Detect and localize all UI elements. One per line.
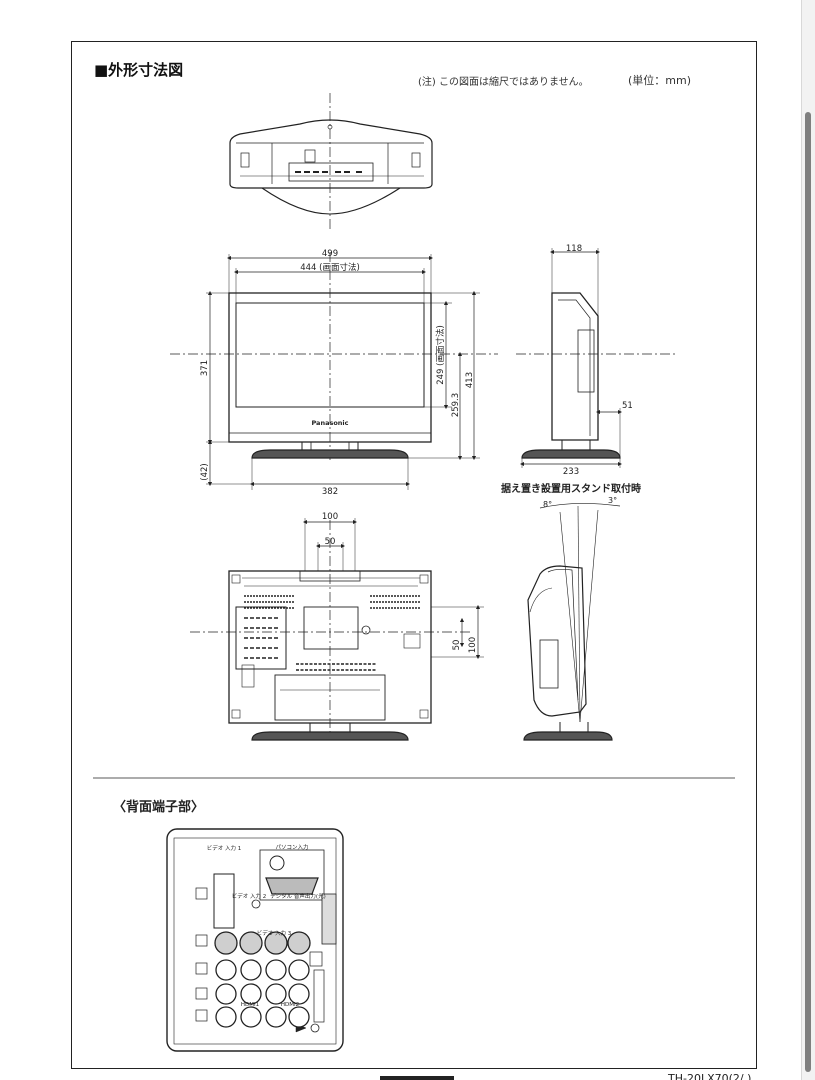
front-view: [170, 252, 498, 490]
brand-logo: Panasonic: [311, 419, 348, 427]
footer-model: TH-20LX70(2/ ): [667, 1072, 751, 1080]
av-jack: [265, 983, 287, 1005]
top-view: [229, 93, 433, 232]
side-view: [516, 248, 675, 468]
av-jack: [288, 959, 310, 981]
unit-note: (単位：mm): [628, 74, 692, 87]
drawing-frame: [71, 41, 757, 1069]
label-digital-audio: デジタル 音声出力(光): [270, 892, 325, 900]
dim-stand-width: 382: [322, 487, 338, 497]
scale-note: (注) この図面は縮尺ではありません。: [418, 77, 589, 88]
label-pc-input: パソコン入力: [275, 843, 308, 851]
av-jack: [287, 931, 311, 955]
dim-stand-depth: 233: [563, 467, 579, 477]
label-video1: ビデオ 入力 1: [207, 844, 242, 852]
av-jack: [240, 1006, 262, 1028]
av-jack: [288, 1006, 310, 1028]
label-video2: ビデオ 入力 2: [232, 892, 267, 900]
dim-screen-height: 249 (画面寸法): [435, 325, 446, 385]
av-jack: [215, 959, 237, 981]
dim-mount-inner-height: 50: [452, 640, 462, 651]
label-hdmi1: HDMI1: [241, 1002, 259, 1008]
dim-stand-offset: 51: [622, 401, 633, 411]
label-video3: ビデオ 入力 3: [257, 929, 292, 937]
tilt-view: [523, 503, 621, 741]
terminal-section-title: 〈背面端子部〉: [113, 799, 204, 815]
scrollbar-thumb[interactable]: [805, 112, 811, 1072]
label-hdmi2: HDMI2: [281, 1002, 299, 1008]
stand-caption: 据え置き設置用スタンド取付時: [501, 482, 641, 495]
dim-mount-inner-width: 50: [325, 537, 336, 547]
dim-mount-height: 100: [468, 637, 478, 653]
av-jack: [215, 1006, 237, 1028]
dim-center-height: 259.3: [451, 393, 461, 417]
dim-panel-height: 371: [200, 360, 210, 376]
page-title: ■外形寸法図: [94, 61, 184, 79]
av-jack: [240, 959, 262, 981]
av-jack: [240, 983, 262, 1005]
terminal-jacks: [214, 931, 311, 1028]
dim-height-with-stand: 413: [465, 372, 475, 388]
dim-screen-width: 444 (画面寸法): [300, 262, 360, 273]
av-jack: [288, 983, 310, 1005]
footer-bar: [380, 1076, 454, 1080]
terminal-panel: [166, 828, 344, 1052]
av-jack: [215, 983, 237, 1005]
av-jack: [265, 1006, 287, 1028]
dim-depth: 118: [566, 244, 582, 254]
av-jack: [265, 959, 287, 981]
dim-overall-width: 499: [322, 249, 338, 259]
dim-mount-width: 100: [322, 512, 338, 522]
av-jack: [239, 931, 263, 955]
rear-view: [190, 518, 484, 741]
tilt-backward-angle: 3°: [608, 496, 617, 505]
dim-stand-clearance: (42): [200, 463, 210, 480]
av-jack: [264, 931, 288, 955]
av-jack: [214, 931, 238, 955]
tilt-forward-angle: 8°: [543, 500, 552, 509]
